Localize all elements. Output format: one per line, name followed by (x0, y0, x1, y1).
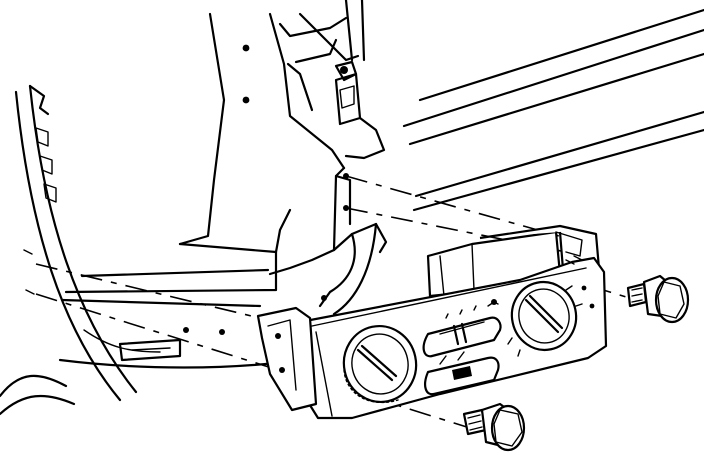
temperature-knob (342, 324, 418, 404)
fan-speed-slider (422, 299, 502, 358)
left-dash-edge (0, 84, 138, 416)
climate-control-head (256, 224, 608, 420)
right-fastener (626, 274, 690, 324)
rear-defrost-button (424, 351, 500, 396)
lower-fastener (462, 402, 526, 452)
mode-knob (507, 280, 583, 357)
upper-bracket (334, 0, 704, 212)
